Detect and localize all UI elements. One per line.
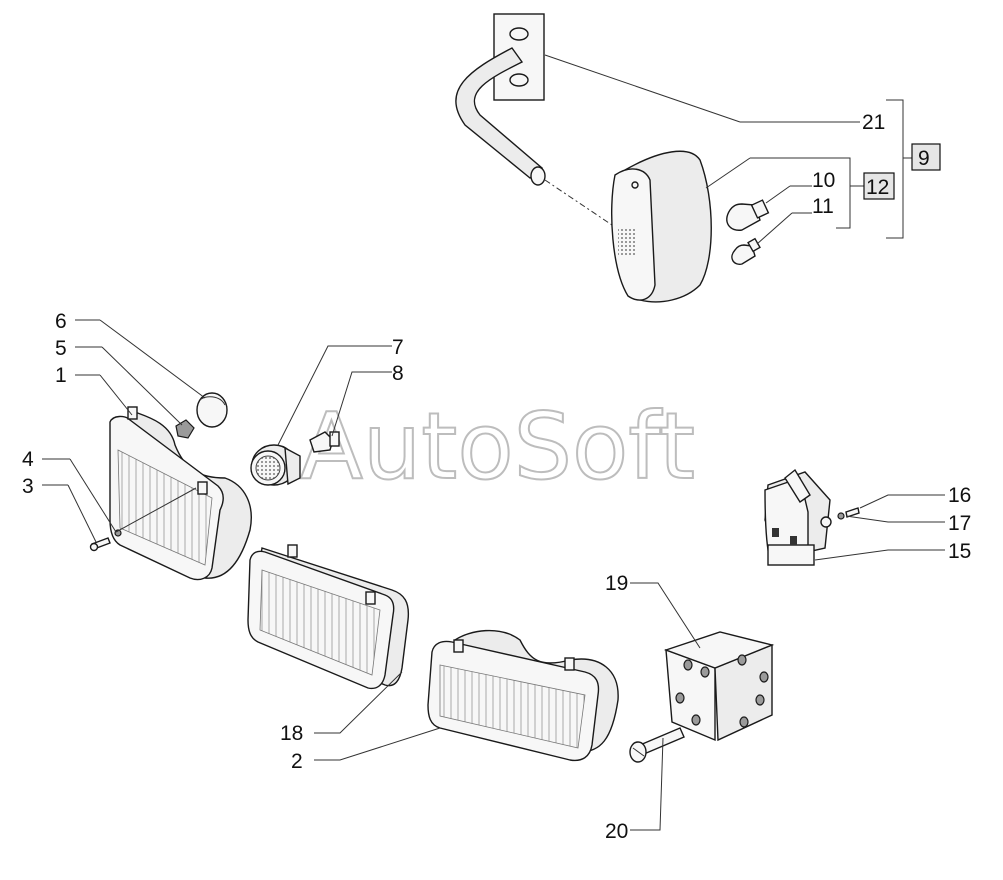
label-16: 16 [948, 484, 971, 507]
label-3: 3 [22, 475, 34, 498]
marker-lamp-part-7 [250, 444, 301, 486]
screw-part-16 [845, 507, 860, 518]
bolt-part-20 [629, 727, 685, 763]
washer-part-17 [837, 512, 845, 520]
assembly-box-9 [911, 143, 941, 171]
label-2: 2 [291, 750, 303, 773]
rear-lamp-part-12 [611, 150, 712, 303]
mirror-arm-part-21 [455, 13, 546, 186]
bulb-holder-part-5 [175, 419, 195, 439]
screw-part-3 [89, 537, 111, 552]
cap-part-6 [196, 392, 228, 428]
label-10: 10 [812, 169, 835, 192]
label-20: 20 [605, 820, 628, 843]
bulb-part-10 [726, 199, 770, 231]
bulb-part-11 [731, 237, 761, 265]
watermark-text: AutoSoft [300, 393, 695, 500]
switch-part-15 [764, 468, 832, 566]
label-8: 8 [392, 362, 404, 385]
label-4: 4 [22, 448, 34, 471]
label-19: 19 [605, 572, 628, 595]
assembly-box-12 [863, 172, 895, 200]
headlamp-part-2 [427, 629, 619, 762]
label-7: 7 [392, 336, 404, 359]
label-1: 1 [55, 364, 67, 387]
work-lamp-part-18 [247, 544, 410, 690]
bracket-part-19 [663, 631, 775, 742]
bulb-part-8 [309, 431, 340, 453]
label-12: 12 [866, 176, 889, 199]
label-11: 11 [812, 195, 834, 218]
label-15: 15 [948, 540, 971, 563]
label-18: 18 [280, 722, 303, 745]
label-9: 9 [918, 147, 930, 170]
label-21: 21 [862, 111, 885, 134]
label-5: 5 [55, 337, 67, 360]
label-17: 17 [948, 512, 971, 535]
label-6: 6 [55, 310, 67, 333]
